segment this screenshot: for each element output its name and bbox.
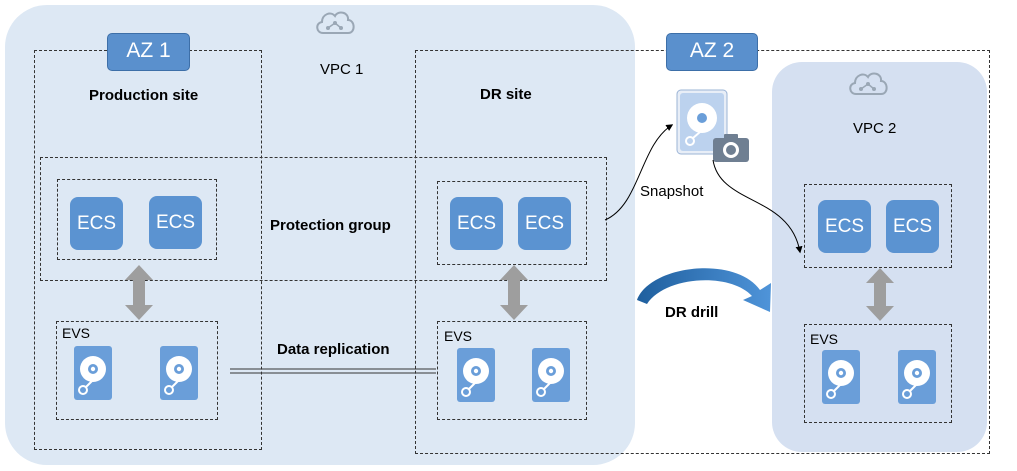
vpc2-evs-group <box>804 324 952 423</box>
production-ecs-group <box>57 179 217 260</box>
dr-evs-group <box>437 321 587 420</box>
ecs-instance: ECS <box>70 197 123 250</box>
dr-site-label: DR site <box>480 86 532 103</box>
snapshot-disk-icon <box>676 89 728 155</box>
ecs-instance: ECS <box>886 200 939 253</box>
disk-icon <box>456 347 496 403</box>
double-arrow-icon <box>500 265 528 320</box>
ecs-instance: ECS <box>149 196 202 249</box>
restore-arrow <box>712 159 803 254</box>
az2-badge: AZ 2 <box>666 33 758 71</box>
disk-icon <box>159 345 199 401</box>
protection-group-label: Protection group <box>270 217 391 234</box>
evs-label: EVS <box>810 331 839 347</box>
disk-icon <box>897 349 937 405</box>
evs-label: EVS <box>62 325 91 341</box>
cloud-icon <box>316 11 355 34</box>
ecs-instance: ECS <box>818 200 871 253</box>
snapshot-arrow <box>604 124 674 221</box>
disk-icon <box>531 347 571 403</box>
vpc2-label: VPC 2 <box>853 120 897 137</box>
dr-ecs-group <box>437 181 587 265</box>
disk-icon <box>73 345 113 401</box>
production-evs-group <box>56 321 218 420</box>
double-arrow-icon <box>125 265 153 320</box>
camera-icon <box>713 134 749 162</box>
replication-line <box>230 368 436 374</box>
production-site-label: Production site <box>89 87 199 104</box>
ecs-instance: ECS <box>450 197 503 250</box>
double-arrow-icon <box>866 268 894 321</box>
snapshot-label: Snapshot <box>640 183 704 200</box>
vpc1-label: VPC 1 <box>320 61 364 78</box>
cloud-icon <box>849 72 888 95</box>
dr-drill-label: DR drill <box>665 304 719 321</box>
ecs-instance: ECS <box>518 197 571 250</box>
vpc2-ecs-group <box>804 184 952 268</box>
evs-label: EVS <box>444 328 473 344</box>
dr-drill-arrow <box>637 268 771 312</box>
data-replication-label: Data replication <box>277 341 390 358</box>
az1-badge: AZ 1 <box>107 33 190 71</box>
disk-icon <box>821 349 861 405</box>
